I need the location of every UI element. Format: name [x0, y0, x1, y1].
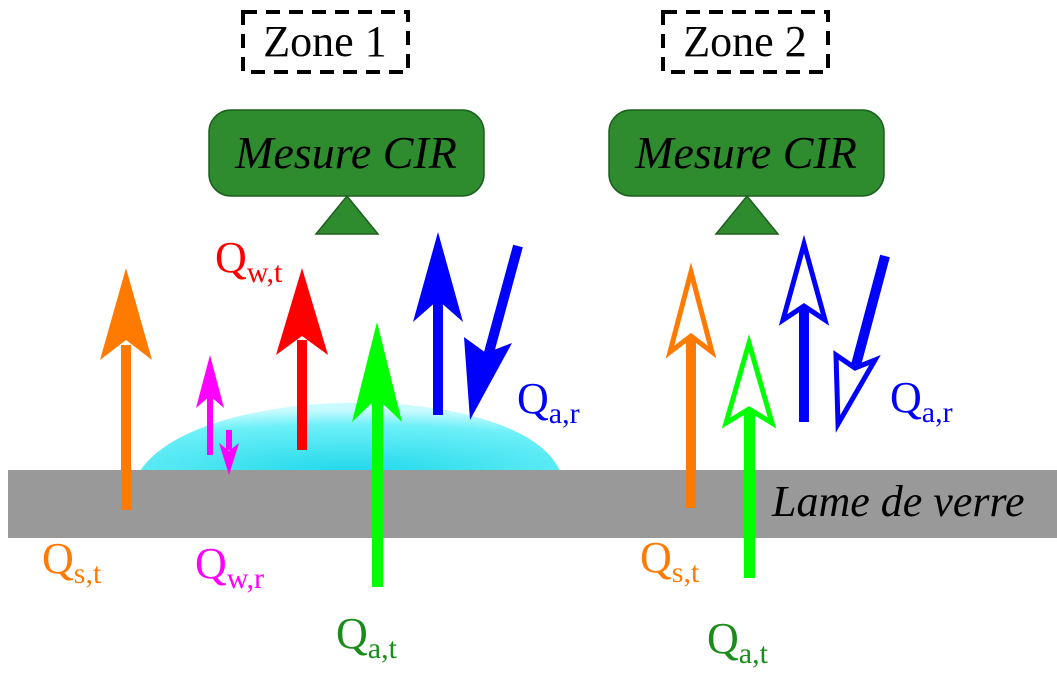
label-q-water-transmitted-zone-1: Qw,t: [215, 233, 283, 289]
arrow-ambient-reflected-out-zone-2: [778, 234, 830, 422]
label-q-solid-transmitted-zone-2: Qs,t: [640, 533, 700, 589]
cir-sensor-zone-2: Mesure CIR: [608, 109, 885, 235]
sensor-tip-zone-1: [314, 194, 380, 235]
label-q-ambient-reflected-zone-1: Qa,r: [517, 374, 580, 430]
cir-sensor-label-zone-1: Mesure CIR: [234, 127, 457, 178]
label-q-ambient-transmitted-zone-1: Qa,t: [336, 609, 398, 665]
sensor-tip-zone-2: [714, 194, 780, 235]
arrow-ambient-transmitted-zone-1: [352, 322, 402, 587]
zone-1-label: Zone 1: [263, 17, 386, 66]
arrow-solid-transmitted-zone-1: [100, 268, 152, 510]
cir-sensor-zone-1: Mesure CIR: [208, 109, 485, 235]
arrow-water-transmitted-zone-1: [276, 268, 328, 450]
label-q-ambient-transmitted-zone-2: Qa,t: [707, 614, 769, 670]
arrow-ambient-reflected-out-zone-1: [413, 232, 463, 415]
glass-label: Lame de verre: [771, 477, 1025, 526]
cir-sensor-label-zone-2: Mesure CIR: [634, 127, 857, 178]
glass-slide: [8, 470, 1057, 538]
zone-2-label-box: Zone 2: [661, 10, 830, 74]
water-droplet: [140, 402, 560, 471]
arrow-water-reflected-zone-1: [196, 355, 239, 475]
arrow-ambient-reflected-in-zone-2: [833, 254, 890, 433]
label-q-water-reflected-zone-1: Qw,r: [195, 539, 264, 595]
arrow-ambient-reflected-in-zone-1: [464, 244, 523, 420]
label-q-ambient-reflected-zone-2: Qa,r: [890, 373, 953, 429]
arrow-solid-transmitted-zone-2: [665, 262, 717, 508]
arrow-ambient-transmitted-zone-2: [721, 333, 777, 578]
zone-2-label: Zone 2: [683, 17, 806, 66]
zone-1-label-box: Zone 1: [241, 10, 410, 74]
label-q-solid-transmitted-zone-1: Qs,t: [42, 534, 102, 590]
